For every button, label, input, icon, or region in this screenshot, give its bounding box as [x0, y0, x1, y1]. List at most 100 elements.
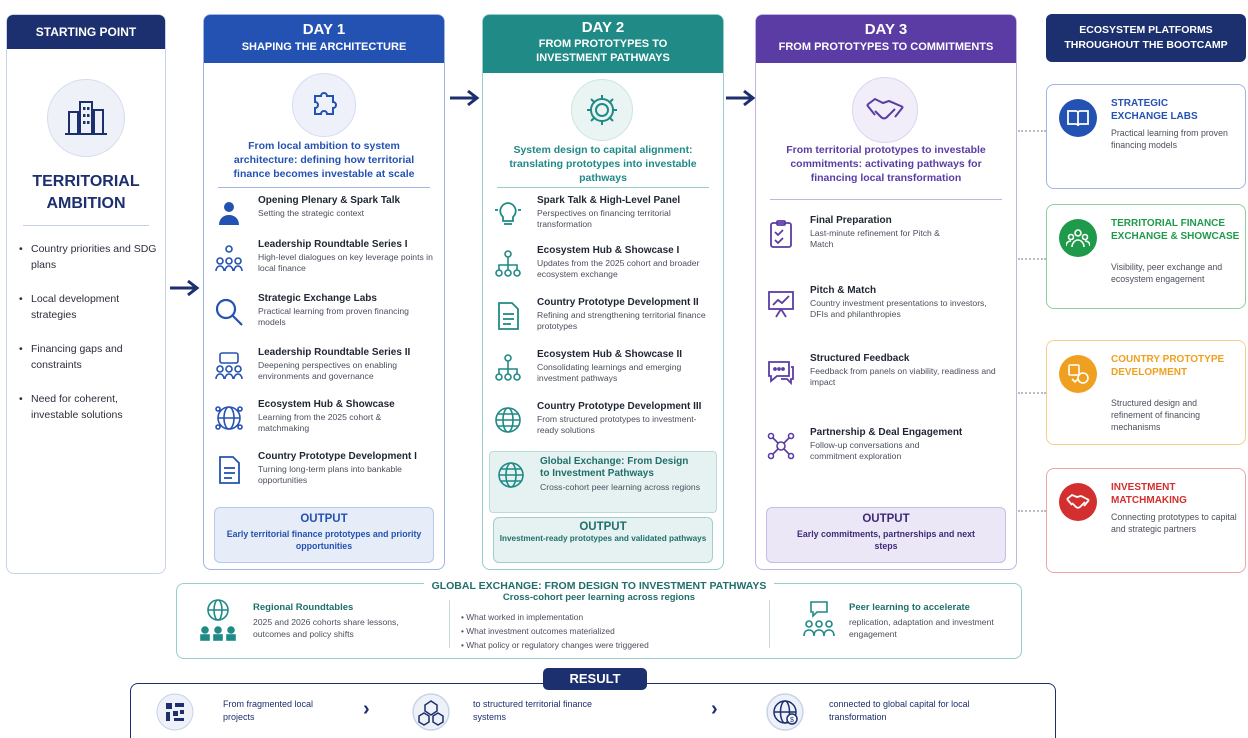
list-item: •Need for coherent, investable solutions	[19, 393, 123, 421]
result-title: RESULT	[543, 668, 647, 690]
fragments-icon	[155, 692, 195, 732]
document-icon	[493, 301, 523, 331]
starting-point-header-label: STARTING POINT	[35, 25, 137, 39]
handshake-icon	[1059, 483, 1097, 521]
list-item: • What worked in implementation	[461, 612, 584, 622]
day1-header: DAY 1 SHAPING THE ARCHITECTURE	[204, 15, 444, 63]
global-exchange-bullets: • What worked in implementation • What i…	[461, 610, 649, 652]
list-item: • What investment outcomes materialized	[461, 626, 615, 636]
divider	[449, 600, 450, 648]
global-exchange-highlight: Global Exchange: From Design to Investme…	[489, 451, 717, 513]
list-item: •Local development strategies	[19, 293, 120, 321]
title-line-2: AMBITION	[46, 195, 126, 212]
divider	[218, 187, 430, 188]
list-item: • What policy or regulatory changes were…	[461, 640, 649, 650]
lightbulb-icon	[493, 199, 523, 229]
result-panel: RESULT From fragmented local projects › …	[130, 668, 1056, 738]
divider	[497, 187, 709, 188]
arrow-right-icon	[168, 278, 202, 298]
document-icon	[214, 455, 244, 485]
starting-bullets: •Country priorities and SDG plans •Local…	[19, 241, 157, 423]
day2-column: DAY 2 FROM PROTOTYPES TO INVESTMENT PATH…	[482, 14, 724, 570]
globe-icon	[496, 460, 526, 490]
starting-point-column: STARTING POINT TERRITORIAL AMBITION •Cou…	[6, 14, 166, 574]
day1-column: DAY 1 SHAPING THE ARCHITECTURE From loca…	[203, 14, 445, 570]
svg-text:$: $	[790, 717, 794, 724]
chat-icon	[766, 357, 796, 387]
global-exchange-panel: GLOBAL EXCHANGE: FROM DESIGN TO INVESTME…	[176, 580, 1022, 659]
result-step-2: to structured territorial finance system…	[473, 699, 593, 722]
prototype-icon	[1059, 355, 1097, 393]
speaker-icon	[214, 199, 244, 229]
network-globe-icon	[214, 403, 244, 433]
platform-territorial-finance: TERRITORIAL FINANCE EXCHANGE & SHOWCASE …	[1046, 204, 1246, 309]
day2-item-global-exchange: Global Exchange: From Design to Investme…	[496, 456, 710, 512]
global-exchange-title: GLOBAL EXCHANGE: FROM DESIGN TO INVESTME…	[423, 580, 775, 592]
regional-roundtables-title: Regional Roundtables	[253, 602, 354, 613]
roundtable-icon	[214, 351, 244, 381]
day2-lead: System design to capital alignment: tran…	[509, 144, 697, 184]
puzzle-icon	[292, 73, 356, 137]
territorial-ambition-title: TERRITORIAL AMBITION	[7, 171, 165, 215]
arrow-right-icon	[448, 88, 482, 108]
divider	[770, 199, 1002, 200]
day1-output: OUTPUT Early territorial finance prototy…	[214, 507, 434, 563]
platform-investment-matchmaking: INVESTMENT MATCHMAKING Connecting protot…	[1046, 468, 1246, 573]
global-exchange-subtitle: Cross-cohort peer learning across region…	[502, 592, 696, 603]
starting-point-header: STARTING POINT	[7, 15, 165, 49]
gear-icon	[571, 79, 633, 141]
regional-roundtables-desc: 2025 and 2026 cohorts share lessons, out…	[253, 617, 399, 639]
result-step-1: From fragmented local projects	[223, 699, 314, 722]
global-exchange-title-wrap: GLOBAL EXCHANGE: FROM DESIGN TO INVESTME…	[177, 576, 1021, 594]
list-item: •Country priorities and SDG plans	[19, 243, 157, 271]
checklist-icon	[766, 219, 796, 249]
result-step-3: connected to global capital for local tr…	[829, 699, 970, 722]
connector-dots	[1018, 392, 1046, 394]
roundtable-icon	[214, 243, 244, 273]
connector-dots	[1018, 510, 1046, 512]
chevron-right-icon: ›	[363, 698, 370, 720]
group-icon	[1059, 219, 1097, 257]
peer-learning-icon	[803, 600, 835, 640]
arrow-right-icon	[724, 88, 758, 108]
list-item: •Financing gaps and constraints	[19, 343, 123, 371]
presentation-icon	[766, 289, 796, 319]
platform-prototype-development: COUNTRY PROTOTYPE DEVELOPMENT Structured…	[1046, 340, 1246, 445]
hierarchy-icon	[493, 249, 523, 279]
day3-output: OUTPUT Early commitments, partnerships a…	[766, 507, 1006, 563]
book-icon	[1059, 99, 1097, 137]
city-icon	[47, 79, 125, 157]
day3-lead: From territorial prototypes to investabl…	[786, 144, 986, 184]
peer-learning-desc: replication, adaptation and investment e…	[849, 617, 994, 639]
day3-column: DAY 3 FROM PROTOTYPES TO COMMITMENTS Fro…	[755, 14, 1017, 570]
day2-header: DAY 2 FROM PROTOTYPES TO INVESTMENT PATH…	[483, 15, 723, 73]
globe-capital-icon: $	[765, 692, 805, 732]
day3-header: DAY 3 FROM PROTOTYPES TO COMMITMENTS	[756, 15, 1016, 63]
connections-icon	[766, 431, 796, 461]
globe-icon	[493, 405, 523, 435]
divider	[769, 600, 770, 648]
structure-icon	[411, 692, 451, 732]
chevron-right-icon: ›	[711, 698, 718, 720]
day1-lead: From local ambition to system architectu…	[233, 140, 415, 180]
peer-learning-title: Peer learning to accelerate	[849, 602, 970, 613]
platforms-column: ECOSYSTEM PLATFORMS THROUGHOUT THE BOOTC…	[1046, 14, 1246, 573]
platforms-header: ECOSYSTEM PLATFORMS THROUGHOUT THE BOOTC…	[1046, 14, 1246, 62]
platform-exchange-labs: STRATEGIC EXCHANGE LABS Practical learni…	[1046, 84, 1246, 189]
title-line-1: TERRITORIAL	[32, 173, 140, 190]
divider	[23, 225, 149, 226]
